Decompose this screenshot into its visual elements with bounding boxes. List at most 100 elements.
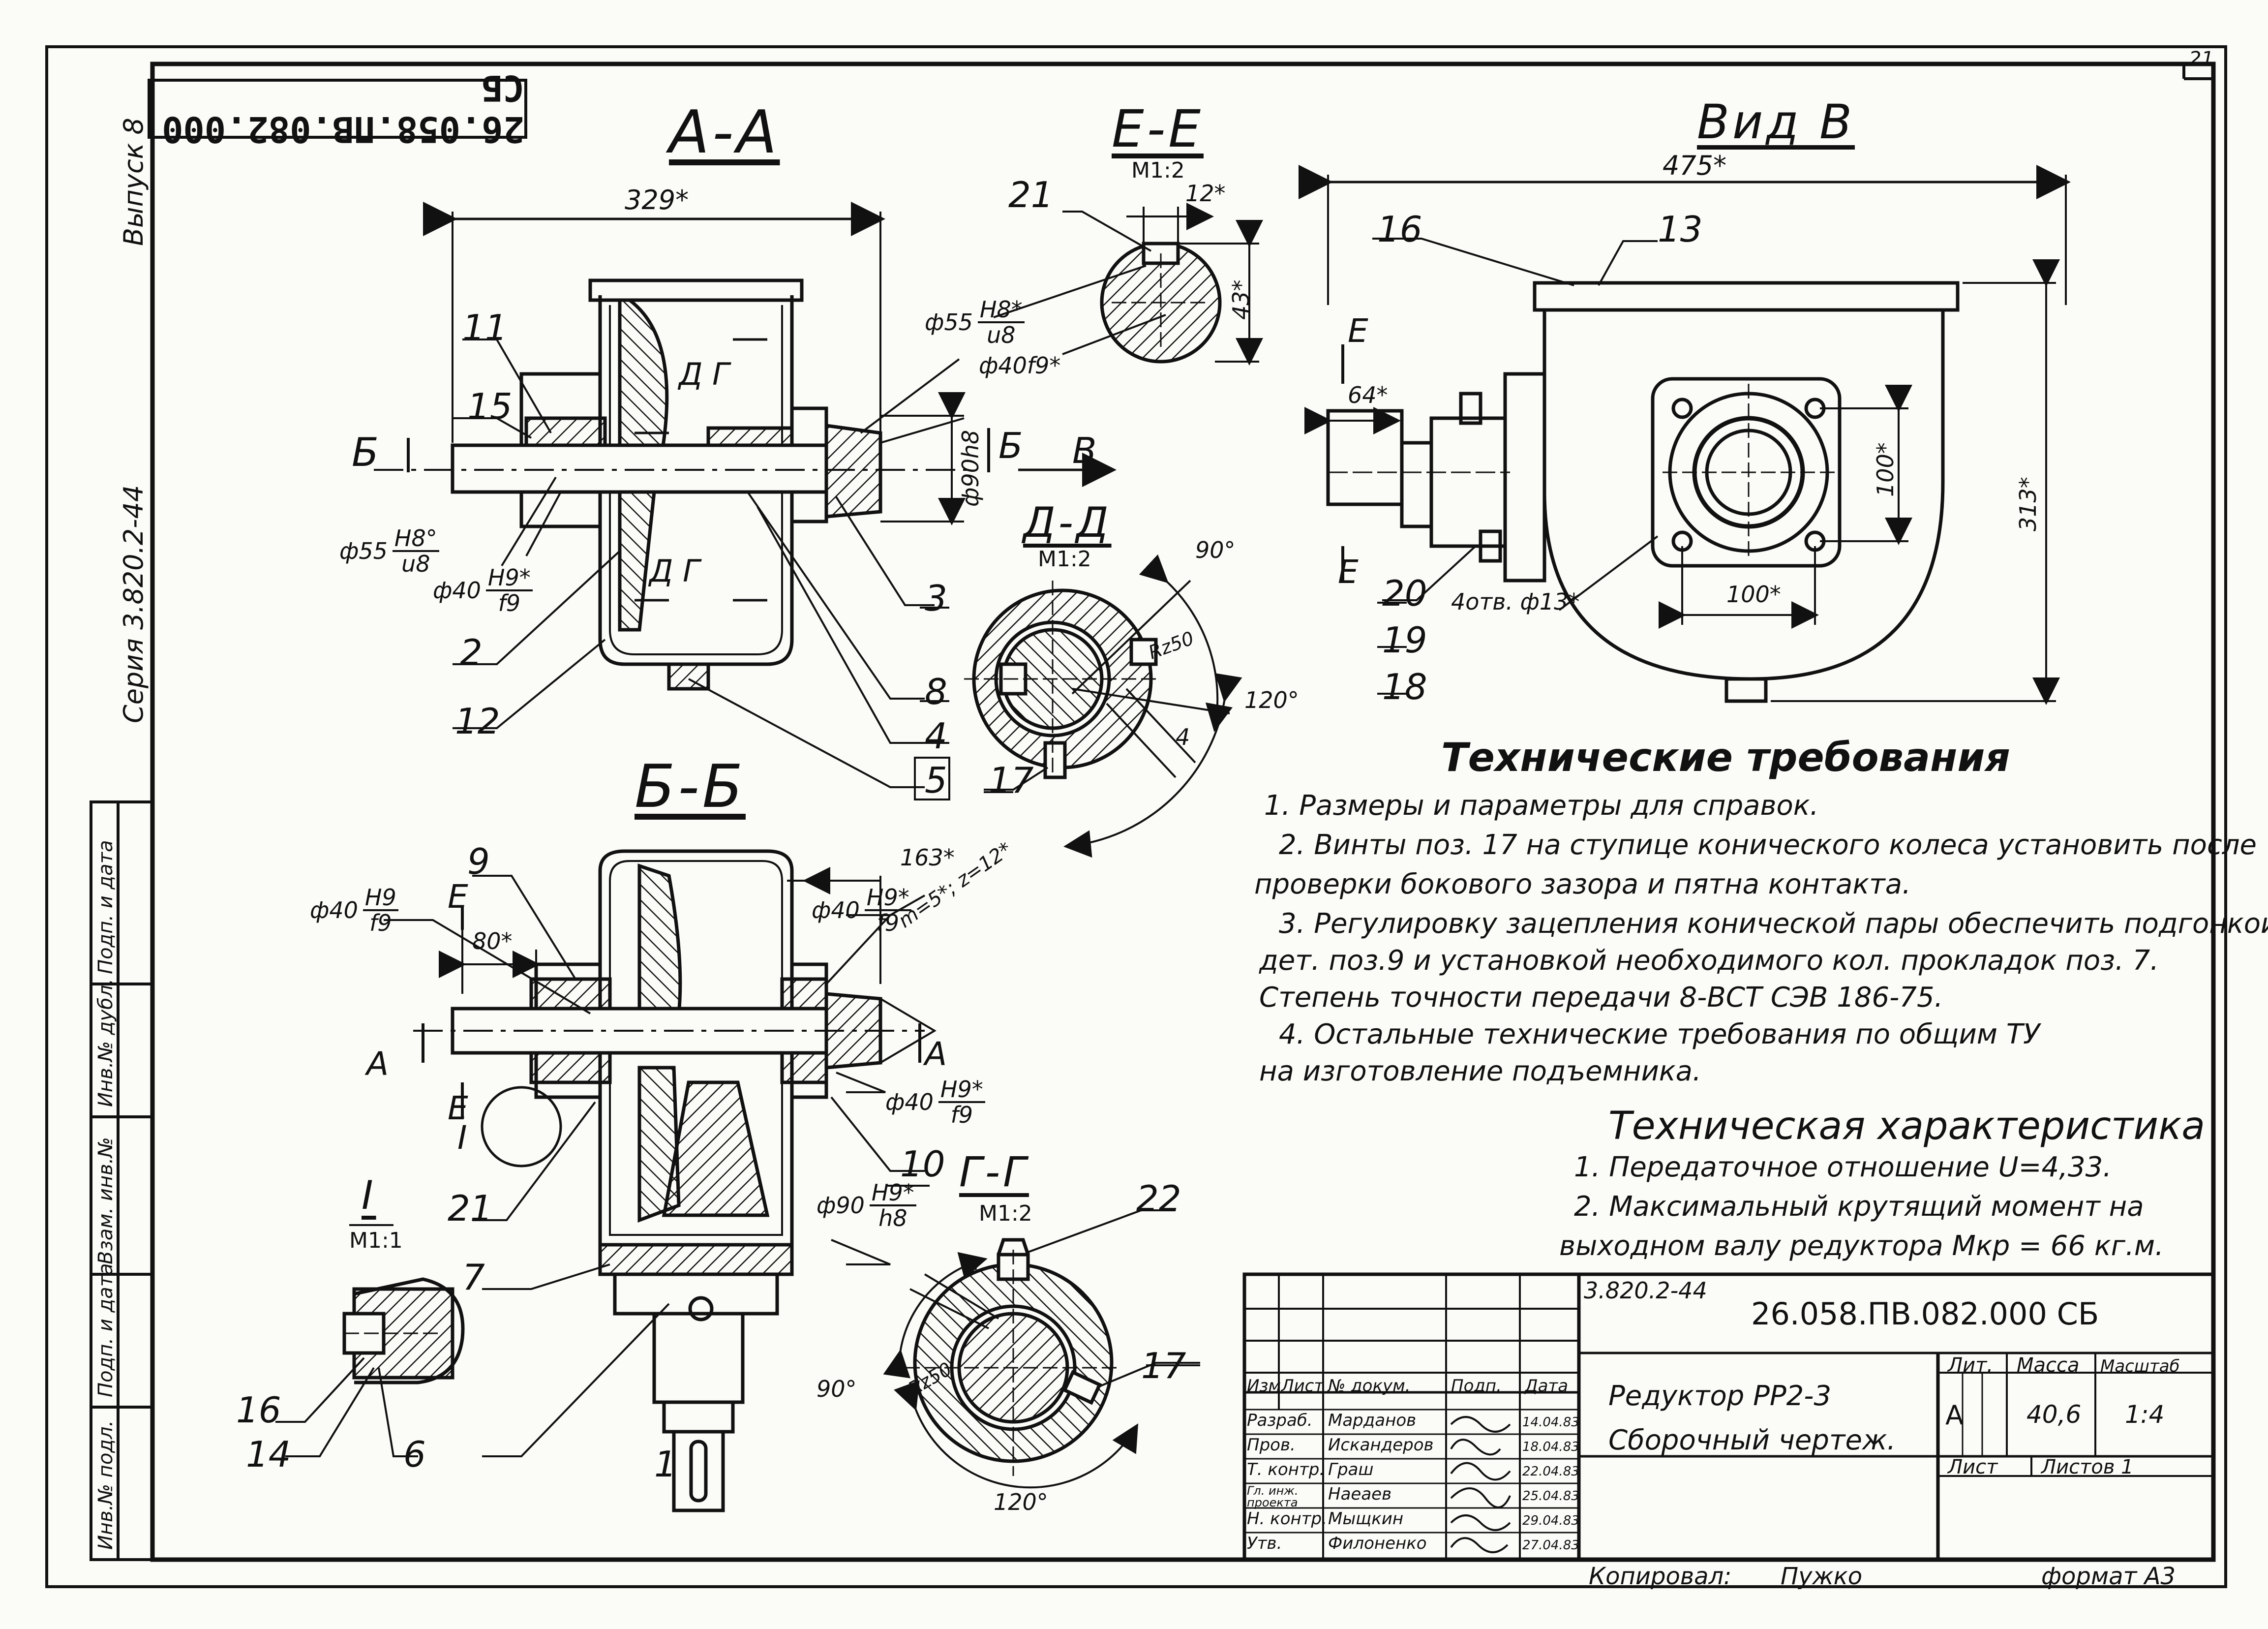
side-cell-inv-dubl: Инв.№ дубл. <box>94 979 117 1107</box>
section-aa-leaders <box>453 338 965 800</box>
mark-b-right: Б <box>998 425 1023 466</box>
part-9: 9 <box>467 841 490 882</box>
dim-4-gg: 4 <box>964 1253 979 1279</box>
fit-phi55-left-label: ф55 <box>339 538 388 565</box>
view-scale-dd: М1:2 <box>1038 547 1091 572</box>
part-8: 8 <box>925 671 947 712</box>
side-cell-vzam-inv: Взам. инв.№ <box>94 1137 117 1264</box>
dim-313: 313* <box>2015 477 2041 531</box>
tb-row-4-role: Гл. инж. проекта <box>1247 1484 1299 1509</box>
tb-row-4-date: 25.04.83 <box>1522 1489 1579 1504</box>
mark-a-right: А <box>925 1035 947 1073</box>
characteristic-line-2: 2. Максимальный крутящий момент на <box>1574 1191 2144 1223</box>
side-vypusk: Выпуск 8 <box>118 118 149 246</box>
copied-by-name: Пужко <box>1781 1563 1863 1590</box>
part-10: 10 <box>900 1143 945 1185</box>
fit-phi40-bb-right-fraction: H9*f9 <box>938 1077 985 1127</box>
tb-drawing-code: 26.058.ПВ.082.000 СБ <box>1751 1296 2099 1332</box>
part-16-detail: 16 <box>236 1389 281 1431</box>
part-22: 22 <box>1136 1178 1181 1219</box>
tb-header-date: Дата <box>1525 1376 1569 1396</box>
part-21-bb: 21 <box>448 1188 493 1229</box>
tb-lit-header: Лит. <box>1948 1354 1994 1377</box>
part-4: 4 <box>925 715 947 757</box>
part-7: 7 <box>462 1257 485 1298</box>
requirement-line-4: 3. Регулировку зацепления конической пар… <box>1279 908 2268 940</box>
mark-dg-top: Д Г <box>679 356 729 392</box>
characteristic-line-1: 1. Передаточное отношение U=4,33. <box>1574 1151 2112 1183</box>
dim-475: 475* <box>1663 150 1727 181</box>
side-cell-podp-data-1: Подп. и дата <box>94 1263 117 1397</box>
detail-i-drawing <box>275 1224 465 1457</box>
dim-100-horizontal: 100* <box>1726 581 1781 608</box>
fit-phi40-aa-fraction: H9*f9 <box>485 566 533 615</box>
view-scale-gg: М1:2 <box>979 1201 1032 1226</box>
fit-phi40-aa-label: ф40 <box>433 577 481 604</box>
tb-scale-header: Масштаб <box>2100 1356 2180 1376</box>
fit-phi90-label: ф90 <box>816 1192 865 1219</box>
dim-4-dd: 4 <box>1176 724 1190 750</box>
dim-100-vertical: 100* <box>1872 442 1899 497</box>
fit-phi40-bb-right: ф40 H9*f9 <box>885 1077 985 1127</box>
dim-43: 43* <box>1228 279 1254 320</box>
dim-80: 80* <box>472 928 513 954</box>
fit-phi55-top-label: ф55 <box>925 309 973 336</box>
view-scale-detail-i: М1:1 <box>349 1228 403 1253</box>
fit-phi40-bb-left-label: ф40 <box>310 897 358 924</box>
tb-row-5-name: Мыщкин <box>1328 1509 1404 1529</box>
section-ee-drawing <box>993 203 1263 366</box>
characteristic-line-3: выходном валу редуктора Мкр = 66 кг.м. <box>1559 1230 2164 1262</box>
tb-row-1-role: Разраб. <box>1247 1411 1313 1430</box>
view-title-gg: Г-Г <box>959 1148 1029 1196</box>
tb-row-3-name: Граш <box>1328 1460 1374 1479</box>
fit-phi90: ф90 H9*h8 <box>816 1181 916 1230</box>
tb-row-2-date: 18.04.83 <box>1522 1440 1579 1454</box>
part-18: 18 <box>1382 666 1427 707</box>
view-b-drawing <box>1299 165 2071 705</box>
dim-329: 329* <box>625 184 689 215</box>
dim-angle-120-dd: 120° <box>1244 687 1299 713</box>
fit-phi55-left-fraction: H8°u8 <box>392 526 439 576</box>
sheet-number: 21 <box>2189 48 2214 70</box>
requirement-line-6: Степень точности передачи 8-ВСТ СЭВ 186-… <box>1259 982 1943 1014</box>
tb-scale-value: 1:4 <box>2125 1400 2165 1429</box>
tb-row-5-date: 29.04.83 <box>1522 1513 1579 1528</box>
tb-header-doc: № докум. <box>1328 1376 1411 1396</box>
tb-row-6-date: 27.04.83 <box>1522 1538 1579 1553</box>
tb-row-2-name: Искандеров <box>1328 1435 1434 1455</box>
tb-mass-value: 40,6 <box>2026 1400 2082 1429</box>
part-2: 2 <box>460 632 483 673</box>
tb-name-2: Сборочный чертеж. <box>1608 1424 1896 1456</box>
mark-detail-i: I <box>457 1119 467 1157</box>
side-stamp-block <box>90 800 154 1561</box>
part-19: 19 <box>1382 619 1427 661</box>
fit-phi40-bb-top: ф40 H9*f9 <box>812 886 911 935</box>
tb-name-1: Редуктор РР2-3 <box>1608 1380 1832 1412</box>
fit-phi40f9: ф40f9* <box>979 352 1061 379</box>
tb-header-podp: Подп. <box>1451 1376 1502 1396</box>
part-20: 20 <box>1382 573 1427 614</box>
requirement-line-7: 4. Остальные технические требования по о… <box>1279 1018 2040 1050</box>
tb-row-6-role: Утв. <box>1247 1534 1282 1553</box>
dim-64: 64* <box>1348 382 1388 408</box>
mark-v-arrow: В <box>1072 430 1097 471</box>
tb-lit-value: А <box>1945 1400 1964 1431</box>
tb-row-1-name: Марданов <box>1328 1411 1417 1430</box>
dim-holes: 4отв. ф13* <box>1451 588 1580 615</box>
dim-angle-120-gg: 120° <box>994 1489 1048 1515</box>
dim-163: 163* <box>900 844 955 871</box>
mark-e-bottom-bb: Е <box>448 1089 468 1127</box>
mark-e-top-viewb: Е <box>1348 312 1368 350</box>
mark-e-top-bb: Е <box>448 878 468 916</box>
sheet-format: формат А3 <box>2041 1563 2176 1590</box>
fit-phi40-aa: ф40 H9*f9 <box>433 566 533 615</box>
view-title-aa: А-А <box>669 98 780 167</box>
view-title-ee: Е-Е <box>1112 99 1204 159</box>
title-block-grid <box>1242 1272 2215 1562</box>
tb-row-3-date: 22.04.83 <box>1522 1464 1579 1479</box>
signatures <box>1450 1416 1511 1553</box>
requirement-line-2: 2. Винты поз. 17 на ступице конического … <box>1279 829 2257 861</box>
side-seriya: Серия 3.820.2-44 <box>118 485 149 723</box>
requirement-line-1: 1. Размеры и параметры для справок. <box>1264 790 1819 822</box>
